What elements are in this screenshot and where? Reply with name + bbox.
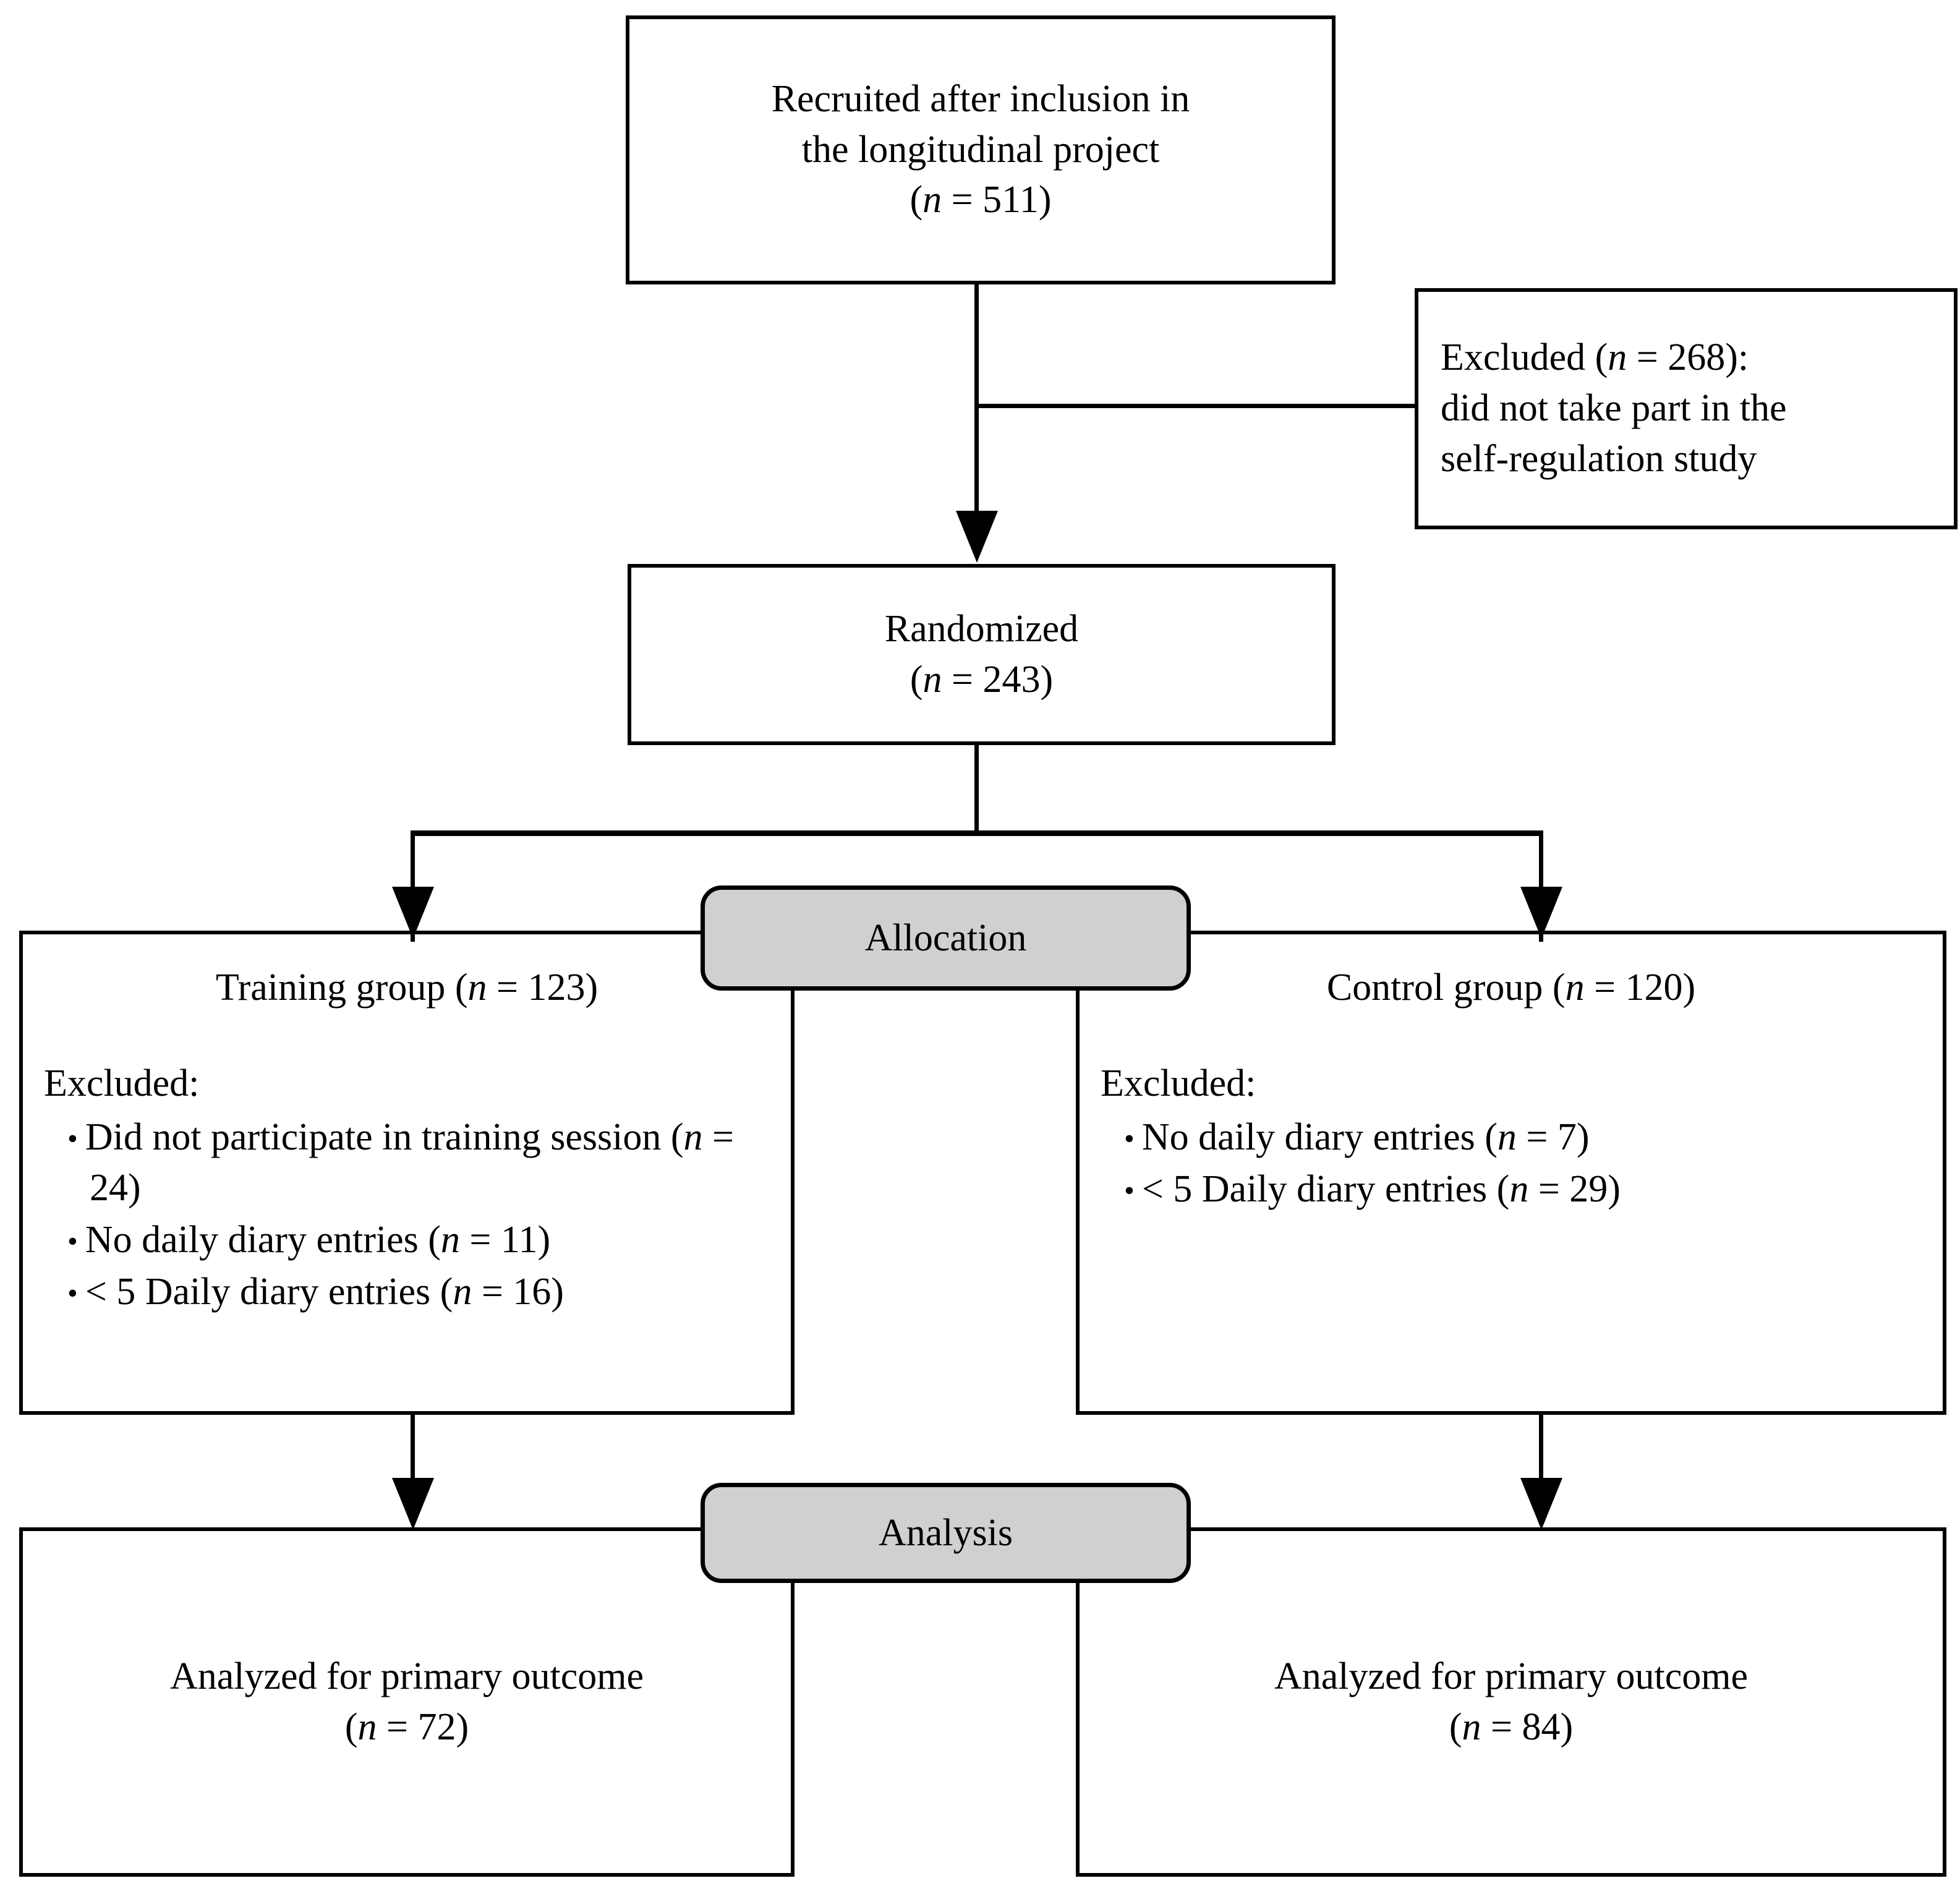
node-randomized: Randomized (n = 243) bbox=[628, 564, 1336, 745]
bullet-icon: • bbox=[1124, 1122, 1142, 1156]
node-recruited-line1: Recruited after inclusion in bbox=[771, 77, 1190, 120]
node-training-group-title: Training group (n = 123) bbox=[215, 966, 599, 1009]
list-item: • No daily diary entries (n = 7) bbox=[1124, 1116, 1590, 1159]
node-analyzed-right-line1: Analyzed for primary outcome bbox=[1274, 1655, 1749, 1697]
node-training-group-excluded-list: • Did not participate in training sessio… bbox=[44, 1112, 770, 1318]
node-recruited-line2: the longitudinal project bbox=[801, 128, 1160, 171]
connector-randomized-stem bbox=[974, 745, 979, 835]
connector-recruited-to-randomized bbox=[974, 284, 979, 541]
node-analyzed-left-count: (n = 72) bbox=[344, 1705, 469, 1748]
list-item: • No daily diary entries (n = 11) bbox=[67, 1219, 551, 1261]
node-analyzed-right-count: (n = 84) bbox=[1449, 1705, 1574, 1748]
node-excluded-top-line2: did not take part in the bbox=[1441, 387, 1787, 430]
connector-training-to-analyzed bbox=[411, 1415, 415, 1501]
connector-split-right bbox=[1539, 830, 1543, 942]
node-training-group: Training group (n = 123) Excluded: • Did… bbox=[19, 931, 795, 1415]
arrowhead-analyzed-left bbox=[392, 1478, 434, 1530]
node-control-group-excluded-heading: Excluded: bbox=[1101, 1062, 1256, 1104]
connector-control-to-analyzed bbox=[1539, 1415, 1543, 1501]
node-control-group: Control group (n = 120) Excluded: • No d… bbox=[1076, 931, 1946, 1415]
connector-split-bar bbox=[411, 830, 1543, 836]
list-item: • < 5 Daily diary entries (n = 16) bbox=[67, 1270, 564, 1313]
stage-label-allocation: Allocation bbox=[701, 885, 1191, 991]
stage-label-analysis: Analysis bbox=[701, 1483, 1191, 1583]
bullet-icon: • bbox=[67, 1122, 85, 1156]
node-training-group-excluded-heading: Excluded: bbox=[44, 1062, 200, 1104]
arrowhead-analyzed-right bbox=[1520, 1478, 1562, 1530]
connector-to-excluded bbox=[974, 404, 1417, 408]
connector-split-left bbox=[411, 830, 415, 942]
node-excluded-top-line3: self-regulation study bbox=[1441, 437, 1757, 480]
node-excluded-top: Excluded (n = 268): did not take part in… bbox=[1415, 288, 1958, 529]
node-randomized-line1: Randomized bbox=[884, 607, 1079, 650]
node-control-group-title: Control group (n = 120) bbox=[1326, 966, 1696, 1009]
bullet-icon: • bbox=[67, 1225, 85, 1258]
arrowhead-training-group bbox=[392, 887, 434, 939]
node-analyzed-left: Analyzed for primary outcome (n = 72) bbox=[19, 1527, 795, 1877]
list-item: • < 5 Daily diary entries (n = 29) bbox=[1124, 1168, 1621, 1211]
stage-label-allocation-text: Allocation bbox=[864, 916, 1027, 959]
node-analyzed-left-line1: Analyzed for primary outcome bbox=[169, 1655, 644, 1697]
list-item: • Did not participate in training sessio… bbox=[67, 1116, 734, 1210]
node-recruited: Recruited after inclusion in the longitu… bbox=[626, 15, 1336, 284]
node-randomized-count: (n = 243) bbox=[910, 658, 1054, 701]
node-excluded-top-line1: Excluded (n = 268): bbox=[1441, 336, 1749, 379]
node-control-group-excluded-list: • No daily diary entries (n = 7) • < 5 D… bbox=[1101, 1112, 1922, 1216]
node-analyzed-right: Analyzed for primary outcome (n = 84) bbox=[1076, 1527, 1946, 1877]
bullet-icon: • bbox=[67, 1276, 85, 1310]
node-recruited-count: (n = 511) bbox=[910, 179, 1052, 221]
arrowhead-randomized bbox=[956, 511, 998, 563]
arrowhead-control-group bbox=[1520, 887, 1562, 939]
stage-label-analysis-text: Analysis bbox=[879, 1511, 1013, 1554]
bullet-icon: • bbox=[1124, 1174, 1142, 1208]
